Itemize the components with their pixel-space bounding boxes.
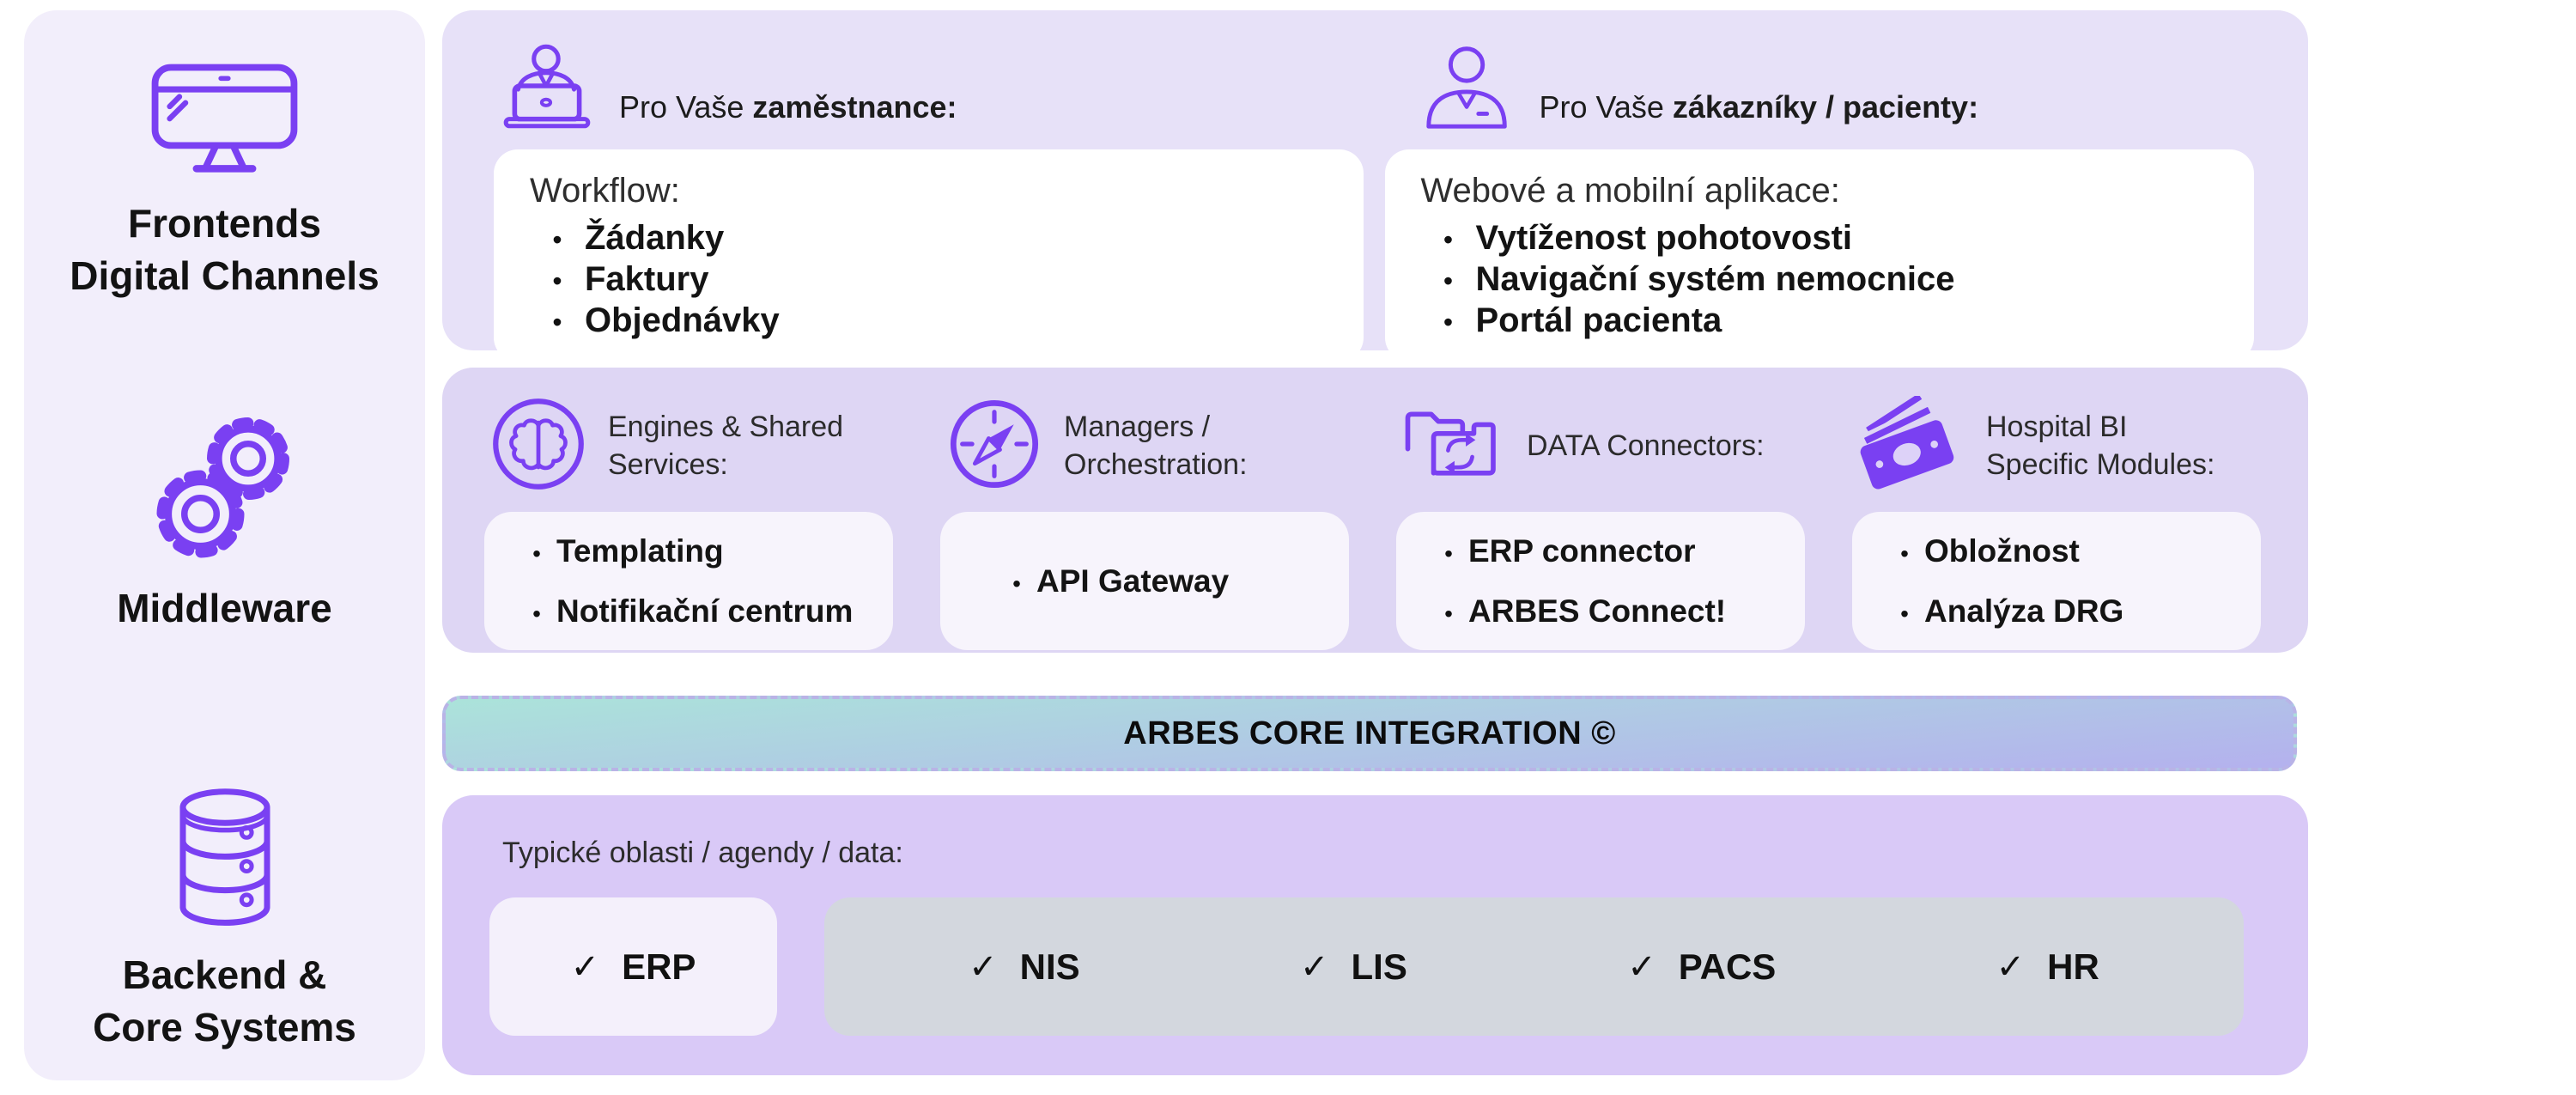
card-title: Webové a mobilní aplikace: bbox=[1420, 172, 1840, 210]
hospital-bi-list: •Obložnost •Analýza DRG bbox=[1885, 532, 2239, 630]
layer-label-middleware: Middleware bbox=[117, 586, 332, 630]
list-item: •Templating bbox=[532, 533, 724, 569]
managers-header: Managers / Orchestration: bbox=[940, 393, 1349, 498]
sidebar-item-frontends: Frontends Digital Channels bbox=[24, 60, 425, 301]
banner-label: ARBES CORE INTEGRATION © bbox=[1123, 715, 1616, 751]
check-item-nis: ✓ NIS bbox=[969, 946, 1080, 987]
card-title: Workflow: bbox=[530, 172, 680, 210]
engines-header-text: Engines & Shared Services: bbox=[608, 410, 844, 481]
connectors-column: DATA Connectors: •ERP connector •ARBES C… bbox=[1396, 393, 1805, 651]
customers-list: •Vytíženost pohotovosti •Navigační systé… bbox=[1421, 217, 2221, 341]
managers-card: •API Gateway bbox=[940, 512, 1349, 651]
connectors-list: •ERP connector •ARBES Connect! bbox=[1429, 532, 1783, 630]
brain-icon bbox=[489, 395, 587, 497]
backend-row-label: Typické oblasti / agendy / data: bbox=[502, 836, 903, 869]
list-item: •ERP connector bbox=[1444, 533, 1696, 569]
data-sync-icon bbox=[1401, 403, 1506, 490]
list-item: •Faktury bbox=[552, 260, 709, 298]
backend-boxes: ✓ ERP ✓ NIS ✓ LIS ✓ PACS ✓ bbox=[489, 897, 2244, 1036]
gears-icon bbox=[148, 412, 302, 567]
check-icon: ✓ bbox=[1300, 947, 1329, 986]
banknotes-icon bbox=[1857, 389, 1965, 496]
engines-column: Engines & Shared Services: •Templating •… bbox=[484, 393, 893, 651]
erp-box: ✓ ERP bbox=[489, 897, 777, 1036]
employees-card: Workflow: •Žádanky •Faktury •Objednávky bbox=[494, 149, 1364, 362]
list-item: •ARBES Connect! bbox=[1444, 593, 1727, 629]
check-item-erp: ✓ ERP bbox=[570, 946, 696, 987]
layer-label-backend: Backend & Core Systems bbox=[93, 952, 356, 1049]
layers-sidebar: Frontends Digital Channels bbox=[24, 10, 425, 1080]
managers-header-text: Managers / Orchestration: bbox=[1064, 410, 1248, 481]
managers-list: •API Gateway bbox=[973, 563, 1327, 600]
engines-header: Engines & Shared Services: bbox=[484, 393, 893, 498]
list-item: •Analýza DRG bbox=[1900, 593, 2124, 629]
middleware-row: Engines & Shared Services: •Templating •… bbox=[442, 368, 2308, 653]
check-item-pacs: ✓ PACS bbox=[1627, 946, 1777, 987]
connectors-card: •ERP connector •ARBES Connect! bbox=[1396, 512, 1805, 651]
check-item-lis: ✓ LIS bbox=[1300, 946, 1407, 987]
check-icon: ✓ bbox=[570, 947, 600, 986]
monitor-icon bbox=[124, 60, 325, 182]
engines-card: •Templating •Notifikační centrum bbox=[484, 512, 893, 651]
core-integration-banner: ARBES CORE INTEGRATION © bbox=[442, 696, 2297, 771]
check-item-hr: ✓ HR bbox=[1996, 946, 2099, 987]
sidebar-item-middleware: Middleware bbox=[24, 412, 425, 635]
hospital-bi-card: •Obložnost •Analýza DRG bbox=[1852, 512, 2261, 651]
list-item: •Vytíženost pohotovosti bbox=[1443, 219, 1853, 257]
employees-list: •Žádanky •Faktury •Objednávky bbox=[530, 217, 1329, 341]
list-item: •API Gateway bbox=[1012, 563, 1230, 599]
list-item: •Obložnost bbox=[1900, 533, 2080, 569]
person-laptop-icon bbox=[495, 39, 600, 137]
connectors-header-text: DATA Connectors: bbox=[1527, 429, 1765, 462]
hospital-bi-column: Hospital BI Specific Modules: •Obložnost… bbox=[1852, 389, 2261, 651]
connectors-header: DATA Connectors: bbox=[1396, 393, 1805, 498]
compass-icon bbox=[945, 395, 1043, 497]
database-icon bbox=[160, 783, 290, 934]
engines-list: •Templating •Notifikační centrum bbox=[517, 532, 871, 630]
list-item: •Notifikační centrum bbox=[532, 593, 854, 629]
person-icon bbox=[1419, 40, 1521, 137]
check-icon: ✓ bbox=[969, 947, 998, 986]
customers-card: Webové a mobilní aplikace: •Vytíženost p… bbox=[1384, 149, 2254, 362]
hospital-bi-header: Hospital BI Specific Modules: bbox=[1852, 389, 2261, 498]
backend-row: Typické oblasti / agendy / data: ✓ ERP ✓… bbox=[442, 795, 2308, 1075]
hospital-bi-header-text: Hospital BI Specific Modules: bbox=[1986, 410, 2215, 481]
core-systems-box: ✓ NIS ✓ LIS ✓ PACS ✓ HR bbox=[824, 897, 2244, 1036]
list-item: •Žádanky bbox=[552, 219, 725, 257]
layer-label-frontends: Frontends Digital Channels bbox=[70, 201, 380, 298]
list-item: •Objednávky bbox=[552, 301, 780, 339]
list-item: •Navigační systém nemocnice bbox=[1443, 260, 1955, 298]
list-item: •Portál pacienta bbox=[1443, 301, 1722, 339]
managers-column: Managers / Orchestration: •API Gateway bbox=[940, 393, 1349, 651]
sidebar-item-backend: Backend & Core Systems bbox=[24, 783, 425, 1053]
check-icon: ✓ bbox=[1627, 947, 1656, 986]
check-icon: ✓ bbox=[1996, 947, 2026, 986]
